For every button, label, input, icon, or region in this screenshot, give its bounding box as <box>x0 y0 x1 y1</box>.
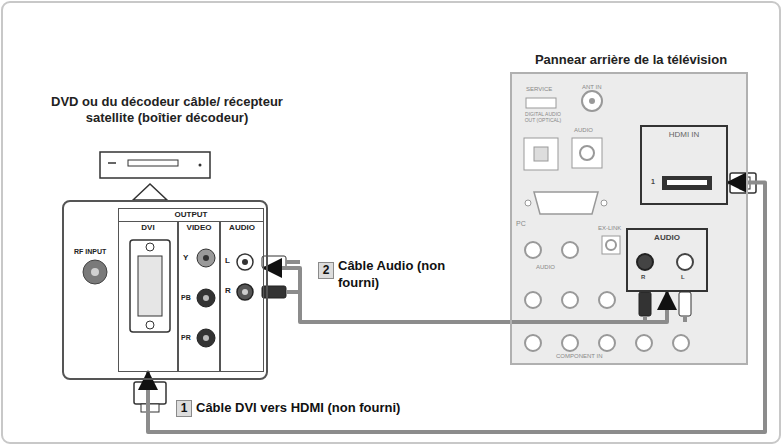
port-label: R <box>225 287 231 296</box>
port-label: COMPONENT IN <box>556 353 603 360</box>
hdmi-port <box>662 176 712 190</box>
section-label: OUTPUT <box>119 210 263 220</box>
dvi-screw <box>146 243 154 251</box>
dvi-connector <box>130 240 170 332</box>
jack-pin <box>242 259 248 265</box>
port-label: PR <box>181 334 191 342</box>
dvi-pins <box>138 256 162 316</box>
jack-pin <box>203 255 209 261</box>
cable-label: Câble DVI vers HDMI (non fourni) <box>196 400 400 417</box>
component-jack <box>525 335 541 351</box>
cable-label: Câble Audio (non fourni) <box>338 258 448 292</box>
exlink-port <box>602 236 620 254</box>
dvd-device <box>100 152 210 200</box>
heading: DVD ou du décodeur câble/ récepteur sate… <box>49 94 285 127</box>
port-label: DIGITAL AUDIO OUT (OPTICAL) <box>520 112 566 123</box>
component-jack <box>636 335 652 351</box>
port-label: EX-LINK <box>598 225 621 232</box>
port-label: L <box>681 274 685 281</box>
port-label: R <box>641 274 645 281</box>
rf-jack-pin <box>91 268 99 276</box>
jack <box>237 284 253 300</box>
jack <box>197 249 215 267</box>
video-jacks <box>197 249 215 347</box>
port-label: AUDIO <box>536 264 555 271</box>
port-label: PC <box>516 220 526 228</box>
tv-audio-section: AUDIO <box>626 228 708 292</box>
rf-jack-body <box>83 260 107 284</box>
dvi-section: DVI <box>118 221 178 372</box>
section-label: AUDIO <box>221 223 263 233</box>
audio-jack <box>580 146 594 160</box>
component-jack <box>525 292 541 308</box>
port-label: ANT IN <box>582 84 602 91</box>
service-port <box>526 98 556 108</box>
section-label: DVI <box>119 223 177 233</box>
audio-port <box>572 138 602 168</box>
pointer-triangle <box>133 184 167 200</box>
rf-jack <box>83 260 107 284</box>
section-label: AUDIO <box>628 233 706 243</box>
jack <box>525 242 541 258</box>
rca-plug <box>679 292 691 316</box>
heading: Pannear arrière de la télévision <box>492 52 770 68</box>
cable <box>148 183 765 432</box>
disc-tray <box>128 160 178 166</box>
component-jack <box>673 335 689 351</box>
tv-audio-jack <box>677 254 693 270</box>
port-label: SERVICE <box>526 86 552 93</box>
port-label: AUDIO <box>574 127 593 134</box>
port-label: 1 <box>651 178 655 186</box>
audio-jacks <box>237 254 253 300</box>
audio-section: AUDIO <box>220 221 264 372</box>
component-jack <box>562 335 578 351</box>
dvi-screw <box>146 321 154 329</box>
jack-pin <box>203 335 209 341</box>
jack <box>237 254 253 270</box>
rca-plug <box>262 286 286 298</box>
rca-plug <box>639 292 651 316</box>
ant-jack <box>582 91 602 111</box>
exlink-jack <box>606 240 616 250</box>
jack <box>197 289 215 307</box>
jack-pin <box>242 289 248 295</box>
ant-pin <box>589 98 595 104</box>
dvi-shell <box>130 240 170 332</box>
screw <box>525 200 531 206</box>
callout-number: 1 <box>176 400 192 417</box>
jack <box>197 329 215 347</box>
panel-ground <box>62 200 268 380</box>
section-label: HDMI IN <box>642 130 726 140</box>
tv-audio-jack <box>637 254 653 270</box>
hdmi-in-section: HDMI IN <box>640 125 728 205</box>
optical-port <box>524 138 558 170</box>
port-label: L <box>225 257 230 266</box>
callout-number: 2 <box>318 262 334 279</box>
port-label: Y <box>183 254 188 263</box>
section-label: VIDEO <box>179 223 219 233</box>
optical-hole <box>534 147 548 161</box>
component-jack <box>599 335 615 351</box>
jack-pin <box>203 295 209 301</box>
jack <box>562 242 578 258</box>
output-box: OUTPUT DVIVIDEOAUDIO <box>118 208 264 372</box>
device-body <box>100 152 210 178</box>
pc-port <box>534 192 598 214</box>
screw <box>601 200 607 206</box>
led <box>199 164 202 167</box>
component-jack <box>562 292 578 308</box>
power-mark <box>108 162 116 164</box>
port-label: RF INPUT <box>74 248 106 256</box>
component-jack <box>599 292 615 308</box>
hdmi-slot <box>667 180 707 185</box>
port-label: PB <box>181 294 191 302</box>
device-panel: DVD ou du décodeur câble/ récepteur sate… <box>62 200 268 380</box>
